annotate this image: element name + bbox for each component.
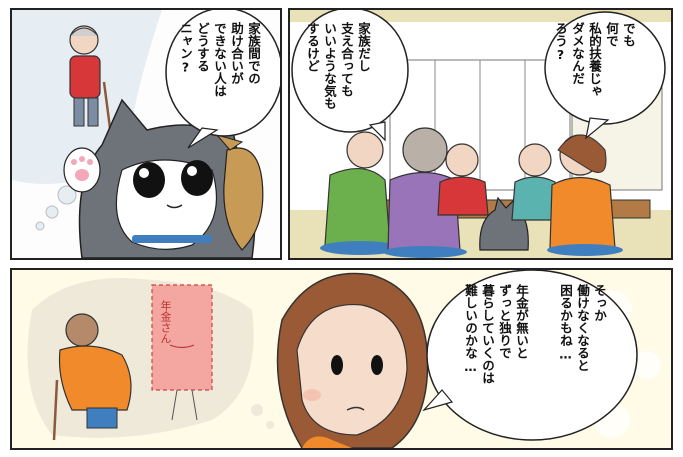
cat-speech-text: 家族間での 助け合いが できない人は どうする ニャン? — [178, 22, 261, 97]
panel-thinking-art — [12, 270, 671, 448]
woman-speech-text: でも 何で 私的扶養じゃ ダメなんだ ろう? — [553, 22, 636, 97]
thinking-woman-figure — [276, 272, 429, 448]
family-speech-text: 家族だし 支え合っても いいような気も するけど — [305, 22, 371, 110]
fish-figure — [215, 134, 264, 251]
young-man-figure — [511, 143, 559, 221]
pension-card-figure — [151, 284, 213, 421]
panel-thinking: そっか 働けなくなると 困るかもね… 年金が無いと ずっと独りで 暮らしていくの… — [10, 268, 673, 450]
woman-figure — [547, 134, 623, 256]
panel-family: でも 何で 私的扶養じゃ ダメなんだ ろう? 家族だし 支え合っても いいような… — [288, 8, 673, 260]
father-figure — [437, 143, 489, 216]
panel-cat: 家族間での 助け合いが できない人は どうする ニャン? — [10, 8, 282, 260]
thinking-speech-text-right: そっか 働けなくなると 困るかもね… — [558, 284, 607, 372]
thinking-speech-text-left: 年金が無いと ずっと独りで 暮らしていくのは 難しいのかな… — [463, 284, 529, 384]
cat-figure — [63, 98, 256, 258]
panel-family-art — [290, 10, 671, 258]
panel-cat-art — [12, 10, 280, 258]
elderly-woman-figure — [52, 313, 132, 441]
old-man-figure — [69, 25, 112, 129]
grandpa-figure — [320, 131, 400, 255]
pension-card-label: 年金さん — [159, 300, 172, 344]
